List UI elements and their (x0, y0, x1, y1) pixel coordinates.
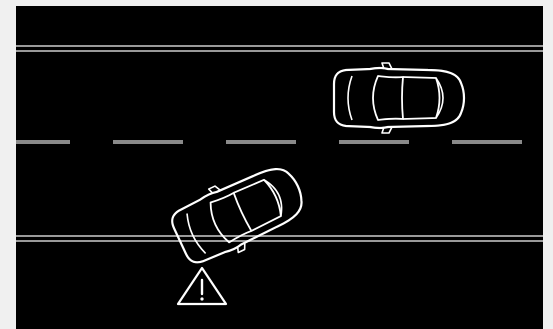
lane-departure-illustration (16, 6, 543, 329)
road-background (16, 6, 543, 329)
